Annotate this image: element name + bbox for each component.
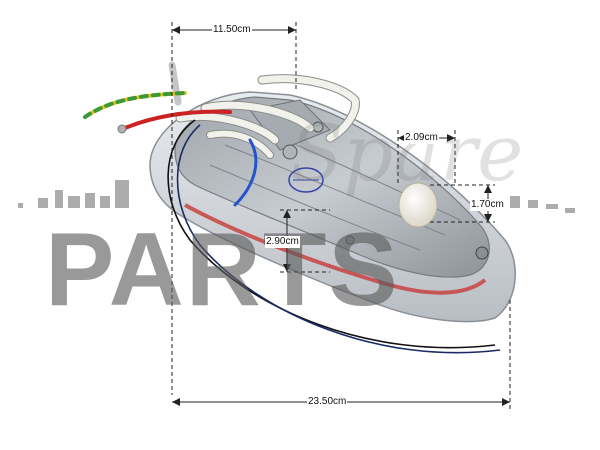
dim-top-width-label: 11.50cm <box>212 24 252 36</box>
red-wire <box>123 109 232 130</box>
heating-band <box>184 203 487 295</box>
screw <box>282 144 298 160</box>
ground-strap <box>168 61 182 106</box>
dim-nub-offset-label: 2.09cm <box>404 132 439 144</box>
casting-rib <box>209 164 421 251</box>
watermark-script: Spare <box>290 109 524 199</box>
blue-wire <box>233 138 258 207</box>
dim-total-length-label: 23.50cm <box>307 396 348 408</box>
black-wire <box>167 119 496 349</box>
screw <box>475 246 489 260</box>
appliance-icons <box>18 180 575 213</box>
qc-stamp <box>288 167 324 193</box>
thermostat-nub <box>398 182 438 228</box>
screw <box>345 235 355 245</box>
watermark-brand: PARTS <box>45 212 400 328</box>
dim-nub-height-label: 1.70cm <box>470 199 505 211</box>
black-wire <box>176 124 501 354</box>
dim-body-height-label: 2.90cm <box>265 236 300 248</box>
